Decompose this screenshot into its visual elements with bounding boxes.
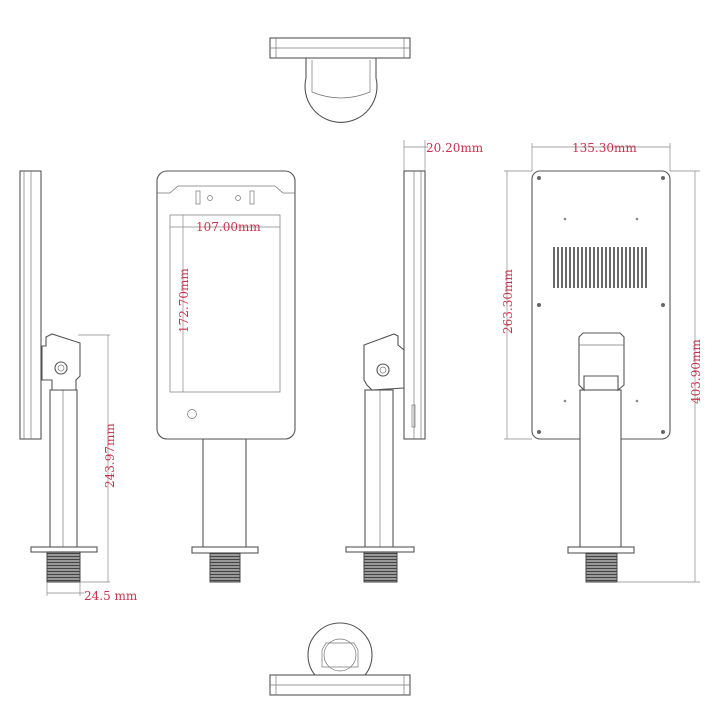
- left-side-view: 243.97mm 24.5 mm: [19, 170, 138, 603]
- top-view: [269, 37, 411, 123]
- depth-label: 20.20mm: [426, 141, 484, 155]
- width-label: 135.30mm: [572, 141, 637, 155]
- screw-holes: [537, 176, 665, 434]
- back-view: 135.30mm 263.30mm 403.90mm: [501, 141, 703, 583]
- screen-height-label: 172.70mm: [177, 268, 191, 333]
- bottom-view: [269, 622, 411, 696]
- vent-slots: [553, 247, 647, 288]
- thread-diameter-label: 24.5 mm: [84, 589, 138, 603]
- panel-height-label: 263.30mm: [501, 269, 515, 334]
- pole-height-label: 243.97mm: [103, 423, 117, 488]
- front-view: 107.00mm 172.70mm: [156, 170, 296, 583]
- right-side-view: 20.20mm: [345, 140, 484, 583]
- screen-width-label: 107.00mm: [196, 220, 261, 234]
- total-height-label: 403.90mm: [689, 339, 703, 404]
